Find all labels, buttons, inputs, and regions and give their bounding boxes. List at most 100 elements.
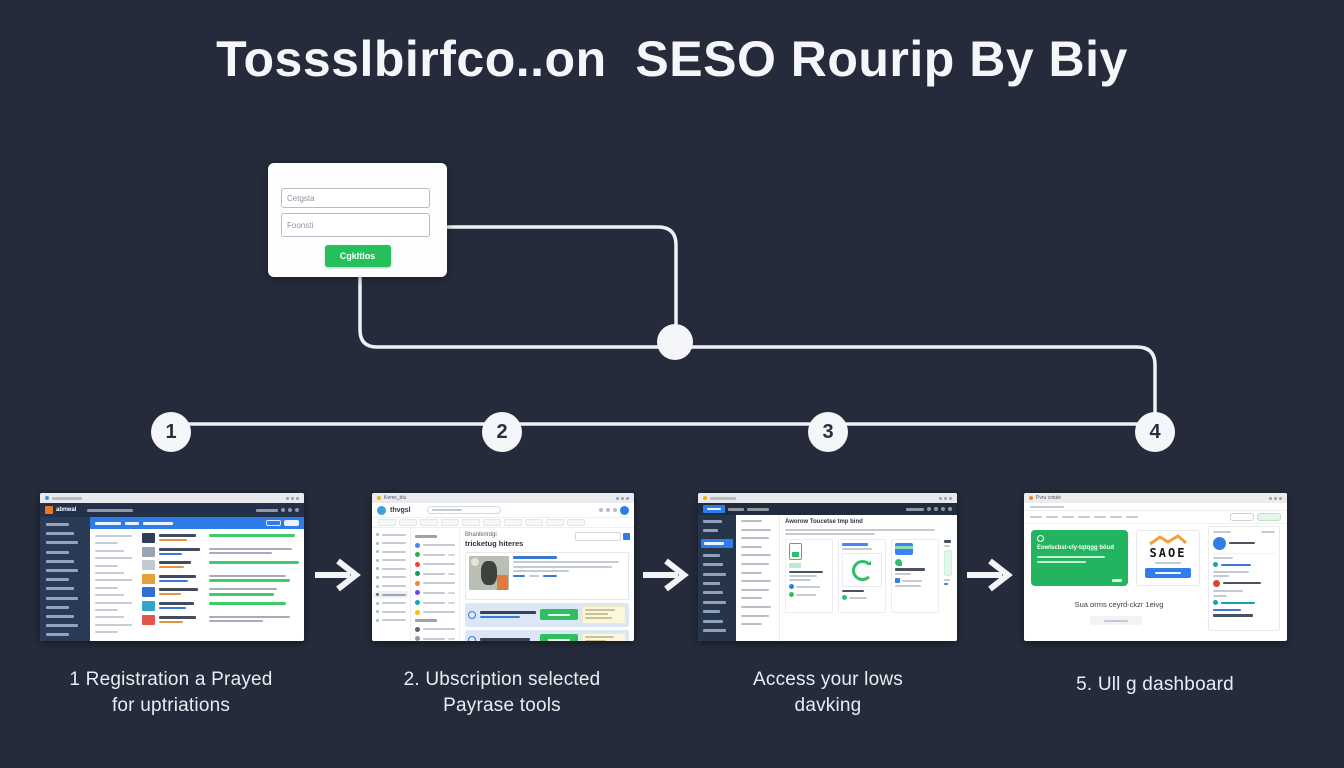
promo-code: SAOE [1149, 546, 1187, 560]
sidebar-item-skeleton [703, 591, 723, 595]
filter-item-skeleton [95, 601, 132, 604]
screenshot-step-3: Aworow Toucetse tmp bind [698, 493, 957, 641]
caption-line: 1 Registration a Prayed [69, 669, 273, 690]
confirm-button [540, 609, 578, 621]
app-logo [703, 505, 725, 513]
search-button [623, 533, 630, 540]
caption-line: 2. Ubscription selected [403, 669, 601, 690]
arrow-right-icon [967, 558, 1013, 592]
tree-item-skeleton [740, 545, 763, 548]
tree-item-skeleton [740, 554, 772, 557]
browser-chrome [698, 493, 957, 503]
tab-title-bar [52, 496, 82, 500]
app-header: abnwal [40, 503, 304, 517]
sidebar-item-skeleton [46, 578, 69, 582]
signup-pill-button [1257, 513, 1281, 521]
sidebar-item-skeleton [46, 596, 79, 600]
cloud-icon [1213, 536, 1226, 550]
signup-form-card: Cgkltlos [268, 163, 447, 277]
window-controls [939, 496, 952, 500]
step-number: 4 [1149, 420, 1161, 443]
sidebar-item-skeleton [703, 600, 726, 604]
apply-button [1145, 568, 1191, 579]
tree-item-skeleton [740, 605, 772, 608]
step-number: 3 [822, 420, 834, 443]
list-row [142, 560, 299, 571]
tree-item-skeleton [740, 588, 769, 591]
menu-tabs [372, 518, 634, 528]
sidebar-item-skeleton [46, 559, 75, 563]
favicon [377, 496, 381, 500]
tree-item-skeleton [740, 520, 763, 522]
info-icon [468, 635, 476, 641]
browser-chrome: Pvru cotule [1024, 493, 1287, 503]
search-bar [426, 506, 501, 514]
app-header [698, 503, 957, 515]
sidebar-item-skeleton [46, 568, 79, 572]
info-panel [944, 539, 952, 613]
browser-chrome [40, 493, 304, 503]
password-input[interactable] [281, 213, 430, 237]
sidebar-item-skeleton [46, 523, 69, 526]
header-actions [599, 505, 629, 515]
tab-skeleton [525, 519, 543, 526]
sidebar-item-skeleton [46, 532, 75, 536]
sidebar-item-skeleton [46, 614, 75, 618]
note-panel [582, 632, 626, 641]
nav-item-skeleton [1046, 516, 1058, 518]
favicon [45, 496, 49, 500]
screenshot-step-2: Kems_blu thvgsl [372, 493, 634, 641]
caption-line: for uptriations [111, 695, 231, 716]
results-list [142, 533, 299, 641]
credit-card-icon [895, 543, 913, 556]
section-label: Bhanlkrlrdgi [465, 532, 497, 538]
tree-item-skeleton [740, 623, 763, 626]
account-panel [1208, 526, 1280, 631]
sidebar-item-skeleton [46, 550, 69, 554]
highlight-note [944, 550, 952, 576]
favicon [1029, 496, 1033, 500]
sidebar-item-skeleton [376, 610, 407, 614]
screenshot-step-4: Pvru cotule Eowlscbst-cly-tqtqgg böud SA… [1024, 493, 1287, 641]
connector-junction-node [657, 324, 693, 360]
step-caption-1: 1 Registration a Prayed for uptriations [21, 667, 321, 719]
tree-item-skeleton [740, 562, 769, 565]
step-circle-1: 1 [151, 412, 191, 452]
step-caption-2: 2. Ubscription selected Payrase tools [352, 667, 652, 719]
tree-item-skeleton [740, 597, 763, 600]
content-area: Eowlscbst-cly-tqtqgg böud SAOE [1024, 524, 1287, 633]
step-circle-4: 4 [1135, 412, 1175, 452]
site-nav [1024, 511, 1287, 524]
tab-title: Kems_blu [384, 494, 407, 501]
check-icon [789, 592, 794, 598]
tab-skeleton [567, 519, 585, 526]
tab-title: Pvru cotule [1036, 494, 1062, 501]
app-header: thvgsl [372, 503, 634, 518]
tool-card-billing [891, 539, 939, 614]
caption-line: davking [794, 695, 862, 716]
article-thumbnail [469, 555, 509, 590]
tab-skeleton [483, 519, 501, 526]
bank-icon [1213, 562, 1218, 568]
screenshot-step-1: abnwal [40, 493, 304, 641]
tab-skeleton [546, 519, 564, 526]
footer-button [1090, 616, 1142, 625]
filter-column [95, 533, 137, 641]
signup-button[interactable]: Cgkltlos [324, 245, 391, 267]
filter-item-skeleton [95, 535, 132, 537]
sidebar-item-skeleton [376, 541, 407, 545]
step-caption-4: 5. Ull g dashboard [1005, 672, 1305, 698]
list-row [142, 587, 299, 598]
search-field [575, 532, 630, 541]
arrow-right-icon [643, 558, 689, 592]
sidebar-item-skeleton [703, 572, 726, 576]
tab-skeleton [420, 519, 438, 526]
nav-item-skeleton [1094, 516, 1106, 518]
username-input[interactable] [281, 188, 430, 208]
filter-item-skeleton [95, 542, 119, 545]
sidebar-item-skeleton [46, 587, 75, 591]
app-logo-text: thvgsl [390, 506, 411, 514]
filter-item-skeleton [95, 623, 132, 626]
step-caption-3: Access your lows davking [678, 667, 978, 719]
app-logo-text: abnwal [56, 507, 77, 513]
